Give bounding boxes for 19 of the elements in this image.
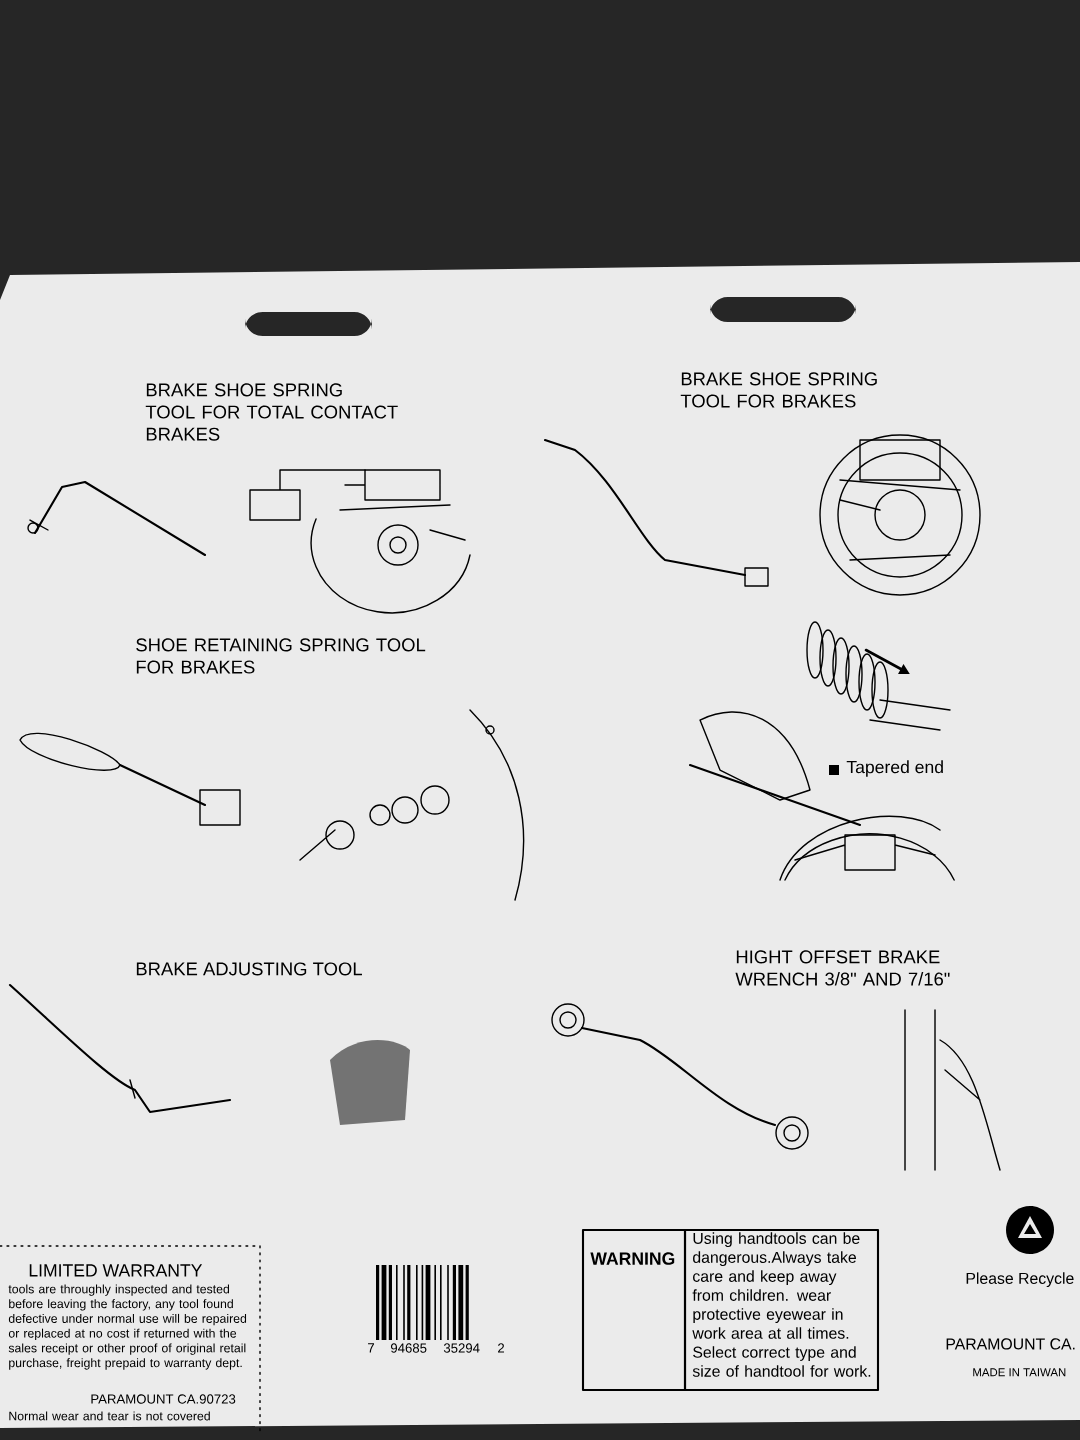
address-text: PARAMOUNT CA.90723: [91, 1394, 236, 1404]
origin-text: MADE IN TAIWAN: [973, 1368, 1066, 1377]
recycle-text: Please Recycle: [966, 1272, 1074, 1288]
tool-caption: HIGHT OFFSET BRAKE WRENCH 3/8" AND 7/16": [735, 950, 950, 986]
warranty-text: Normal wear and tear is not covered: [9, 1411, 210, 1421]
tool-caption: BRAKE SHOE SPRING TOOL FOR TOTAL CONTACT BRAKES: [145, 383, 398, 441]
tool-caption: BRAKE ADJUSTING TOOL: [136, 962, 362, 976]
address-text: PARAMOUNT CA.: [946, 1338, 1075, 1350]
warranty-heading: LIMITED WARRANTY: [29, 1264, 203, 1277]
warning-heading: WARNING: [581, 1228, 687, 1392]
barcode-digits: 35294: [443, 1343, 480, 1353]
callout-text: Tapered end: [846, 760, 943, 777]
tool-caption: BRAKE SHOE SPRING TOOL FOR BRAKES: [680, 372, 877, 408]
tool-caption: SHOE RETAINING SPRING TOOL FOR BRAKES: [136, 638, 426, 674]
barcode-digits: 94685: [390, 1343, 427, 1353]
barcode-digits: 7: [368, 1343, 374, 1353]
warranty-text: tools are throughly inspected and tested before leaving the factory, any tool found defective under normal use will be repaired or replaced at no cost if returned with the sales receipt or other proof of original retail purchase, freight prepaid to warranty dept.: [8, 1284, 247, 1370]
warning-text: Using handtools can be dangerous.Always take care and keep away from children. wear protective eyewear in work area at all times. Select correct type and size of handtool for work.: [683, 1228, 880, 1392]
barcode-digits: 2: [498, 1343, 504, 1353]
